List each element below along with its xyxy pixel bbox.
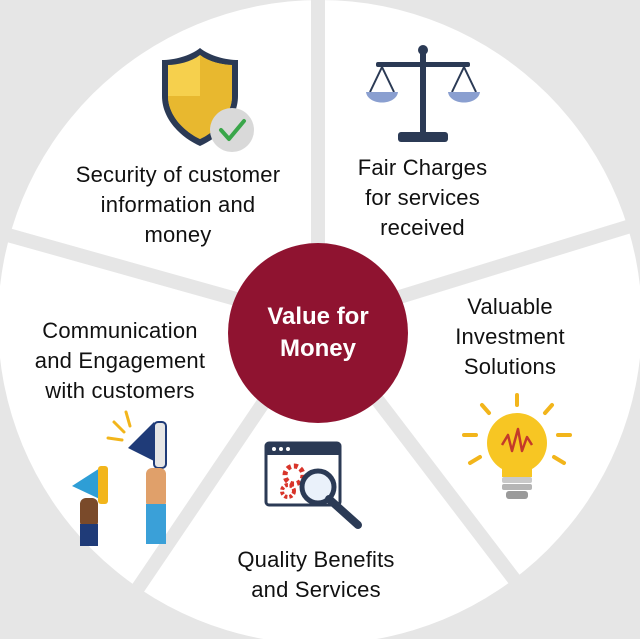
segment-line: received bbox=[380, 215, 465, 240]
shield-check-icon bbox=[162, 48, 254, 152]
segment-label-fair-charges: Fair Charges for services received bbox=[320, 153, 525, 243]
segment-line: Security of customer bbox=[75, 162, 281, 187]
center-title: Value for Money bbox=[228, 243, 408, 423]
lightbulb-icon bbox=[462, 393, 572, 499]
segment-label-communication: Communication and Engagement with custom… bbox=[8, 316, 232, 406]
segment-line: Communication bbox=[42, 318, 198, 343]
magnifier-window-icon bbox=[264, 441, 362, 529]
segment-line: with customers bbox=[45, 378, 195, 403]
center-title-line2: Money bbox=[279, 335, 356, 362]
segment-line: money bbox=[144, 222, 212, 247]
segment-line: and Services bbox=[251, 577, 381, 602]
segment-line: Quality Benefits bbox=[237, 547, 395, 572]
megaphone-icon bbox=[72, 410, 167, 546]
segment-line: information and bbox=[100, 192, 256, 217]
center-title-line1: Value for bbox=[267, 303, 369, 330]
balance-scale-icon bbox=[366, 45, 480, 142]
segment-label-investment: Valuable Investment Solutions bbox=[418, 292, 602, 382]
segment-label-quality: Quality Benefits and Services bbox=[198, 545, 434, 605]
segment-line: Fair Charges bbox=[357, 155, 488, 180]
segment-label-security: Security of customer information and mon… bbox=[40, 160, 316, 250]
segment-line: Valuable bbox=[467, 294, 553, 319]
segment-line: Investment bbox=[455, 324, 565, 349]
segment-line: for services bbox=[365, 185, 480, 210]
segment-line: and Engagement bbox=[34, 348, 206, 373]
center-disc bbox=[228, 243, 408, 423]
segment-line: Solutions bbox=[463, 354, 557, 379]
